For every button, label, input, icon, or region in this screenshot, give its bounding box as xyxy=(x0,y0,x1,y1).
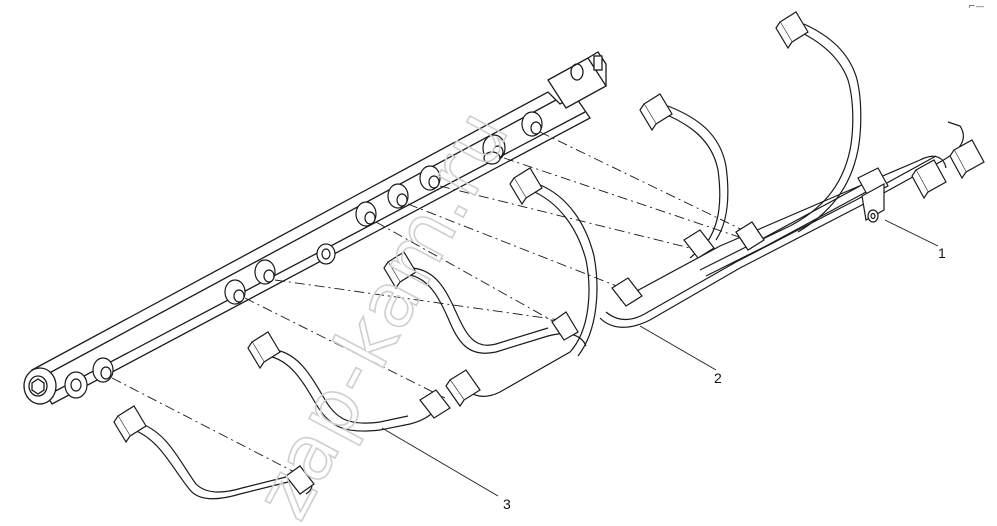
assembly-lines xyxy=(111,131,756,477)
rail-port xyxy=(387,183,409,209)
watermark-text: zap-kam.ru xyxy=(237,94,526,526)
corner-mark: ⌐— xyxy=(968,2,985,12)
pipe-nut xyxy=(445,167,543,408)
rail-port xyxy=(64,371,88,399)
callout-label-1: 1 xyxy=(938,245,946,261)
pipe-nut xyxy=(383,251,579,341)
callout-label-2: 2 xyxy=(714,370,722,386)
injection-pipes-rear xyxy=(599,11,985,328)
rail-port xyxy=(521,111,543,137)
rail-port xyxy=(482,134,506,165)
callout-label-3: 3 xyxy=(503,496,511,512)
pipe-clamp xyxy=(857,167,889,223)
rail-port xyxy=(224,279,246,305)
fuel-rail xyxy=(23,51,607,405)
rail-port xyxy=(92,357,114,383)
rail-port xyxy=(355,201,377,227)
leader-lines xyxy=(381,219,939,497)
injection-pipes-front xyxy=(113,331,451,500)
pipe-nut xyxy=(247,331,451,419)
rail-port xyxy=(419,165,441,191)
injection-pipes-middle xyxy=(383,167,598,408)
rail-port xyxy=(316,243,336,265)
pipe-nut xyxy=(611,11,985,307)
rail-port xyxy=(254,259,276,285)
rail-ports xyxy=(64,111,543,399)
pipe-nut xyxy=(113,405,315,495)
